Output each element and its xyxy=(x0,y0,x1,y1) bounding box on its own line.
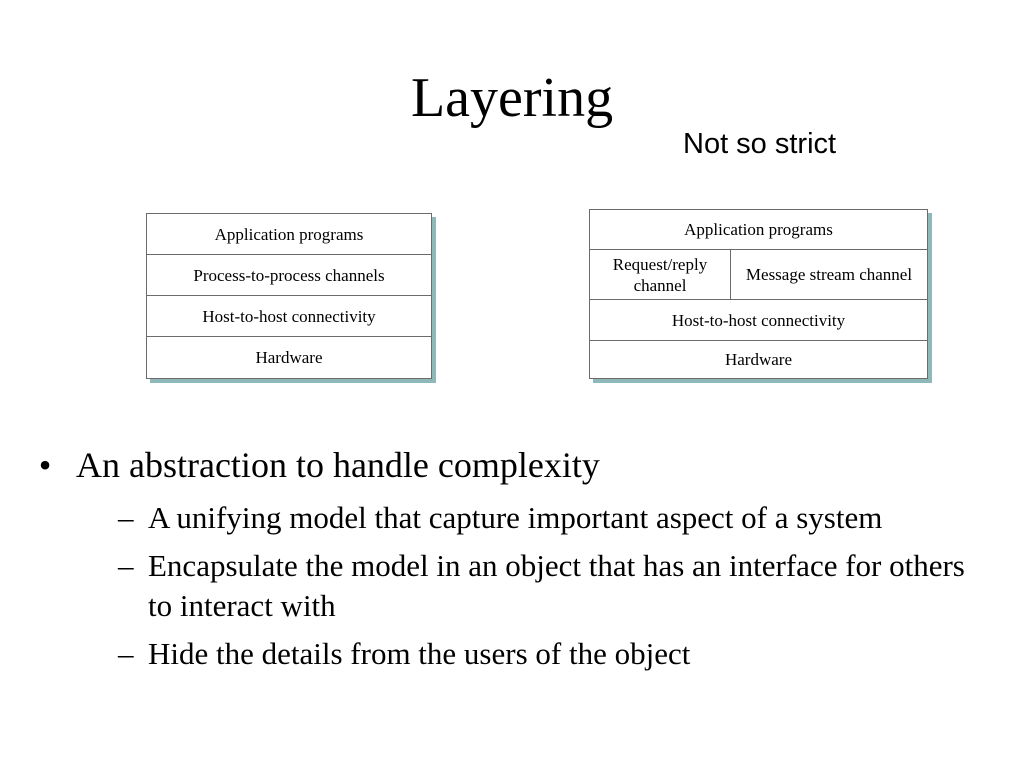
layer-channels: Request/reply channel Message stream cha… xyxy=(590,250,927,300)
request-reply-channel: Request/reply channel xyxy=(590,250,731,299)
sub-bullet-1: – A unifying model that capture importan… xyxy=(118,498,990,538)
slide-title: Layering xyxy=(410,67,614,129)
relaxed-layer-diagram: Application programs Request/reply chann… xyxy=(589,209,928,379)
layer-application-programs: Application programs xyxy=(147,214,431,255)
sub-bullet-3: – Hide the details from the users of the… xyxy=(118,634,990,674)
layer-application-programs: Application programs xyxy=(590,210,927,250)
not-strict-annotation: Not so strict xyxy=(683,128,837,160)
strict-layer-diagram: Application programs Process-to-process … xyxy=(146,213,432,379)
layer-hardware: Hardware xyxy=(724,350,792,369)
message-stream-channel: Message stream channel xyxy=(745,265,913,284)
bullet-main-text: An abstraction to handle complexity xyxy=(76,445,600,485)
dash-marker: – xyxy=(118,500,134,535)
layer-hardware: Hardware xyxy=(255,348,323,367)
dash-marker: – xyxy=(118,636,134,671)
bullet-list: • An abstraction to handle complexity – … xyxy=(30,440,990,674)
sub-bullet-text: Encapsulate the model in an object that … xyxy=(148,548,965,623)
layer-host-to-host-connectivity: Host-to-host connectivity xyxy=(590,300,927,341)
dash-marker: – xyxy=(118,548,134,583)
bullet-main: • An abstraction to handle complexity xyxy=(30,440,990,490)
sub-bullet-text: A unifying model that capture important … xyxy=(148,500,883,535)
bullet-marker: • xyxy=(38,445,52,485)
sub-bullet-2: – Encapsulate the model in an object tha… xyxy=(118,546,990,626)
layer-host-to-host-connectivity: Host-to-host connectivity xyxy=(147,296,431,337)
sub-bullet-text: Hide the details from the users of the o… xyxy=(148,636,691,671)
layer-process-to-process-channels: Process-to-process channels xyxy=(147,255,431,296)
